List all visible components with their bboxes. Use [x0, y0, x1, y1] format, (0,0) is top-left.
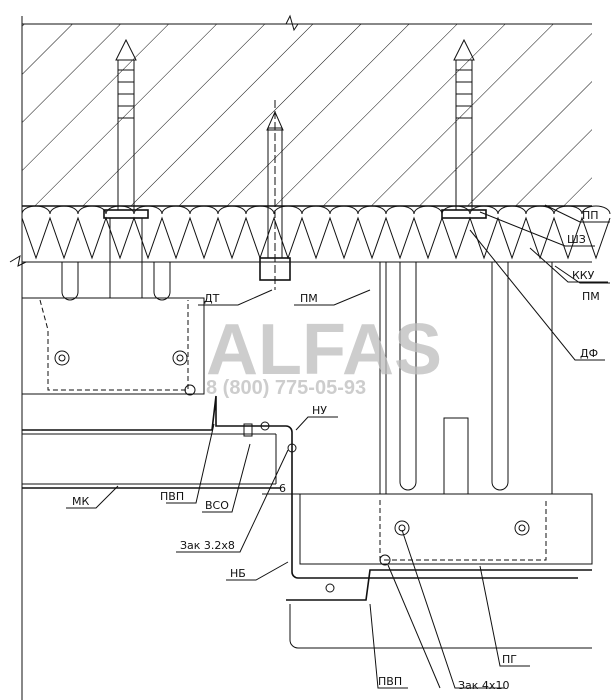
bracket-left — [21, 262, 205, 395]
label-kku: ККУ — [572, 269, 595, 282]
label-pvp-top: ПВП — [160, 490, 184, 503]
label-pm-right: ПМ — [582, 290, 600, 303]
label-dt: ДТ — [204, 292, 220, 305]
label-pp: ПП — [582, 209, 599, 222]
watermark-brand: ALFAS — [206, 310, 442, 390]
label-zak-4x10: Зак 4х10 — [458, 679, 509, 692]
label-pm-mid: ПМ — [300, 292, 318, 305]
label-df: ДФ — [580, 347, 598, 360]
label-shz: ШЗ — [567, 233, 586, 246]
anchor-center — [259, 100, 291, 290]
label-pvp-bottom: ПВП — [378, 675, 402, 688]
label-gap-6: 6 — [279, 482, 286, 495]
label-mk: МК — [72, 495, 89, 508]
bracket-right — [286, 262, 593, 649]
label-pg: ПГ — [502, 653, 517, 666]
label-zak-3-2x8: Зак 3.2х8 — [180, 539, 235, 552]
concrete-wall — [21, 14, 592, 700]
leader-lines — [66, 204, 610, 689]
watermark-phone: 8 (800) 775-05-93 — [206, 377, 366, 399]
label-nb: НБ — [230, 567, 246, 580]
label-nu: НУ — [312, 404, 327, 417]
insulation-layer — [9, 205, 611, 267]
label-vso: ВСО — [205, 499, 229, 512]
